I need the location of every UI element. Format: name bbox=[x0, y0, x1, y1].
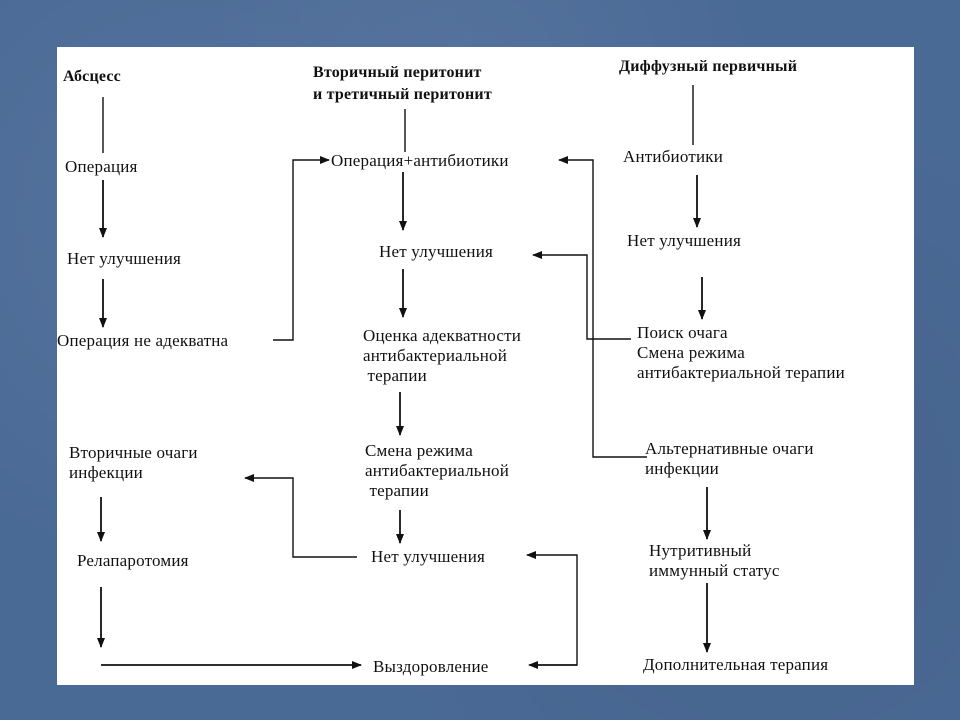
diffuse-nutritive-status: Нутритивный иммунный статус bbox=[649, 541, 780, 580]
arrow-search-focus-to-no-improvement bbox=[532, 251, 631, 340]
diffuse-alternative-foci: Альтернативные очаги инфекции bbox=[645, 439, 814, 478]
secondary-regimen-change: Смена режима антибактериальной терапии bbox=[365, 441, 509, 500]
arrow-recovery-loop-to-no-improvement bbox=[526, 551, 578, 666]
diffuse-additional-therapy: Дополнительная терапия bbox=[643, 655, 829, 674]
abscess-operation: Операция bbox=[65, 157, 138, 176]
secondary-operation-antibiotics: Операция+антибиотики bbox=[331, 151, 509, 170]
secondary-header-line2: и третичный перитонит bbox=[313, 86, 492, 103]
relaparotomy: Релапаротомия bbox=[77, 551, 189, 570]
arrow-alternative-foci-to-operation-antibiotics bbox=[558, 156, 647, 458]
abscess-operation-inadequate: Операция не адекватна bbox=[57, 331, 229, 350]
abscess-header: Абсцесс bbox=[63, 68, 121, 85]
diffuse-no-improvement: Нет улучшения bbox=[627, 231, 742, 250]
secondary-foci-infection: Вторичные очаги инфекции bbox=[69, 443, 198, 482]
flowchart-slide: Абсцесс Операция Нет улучшения Операция … bbox=[57, 47, 914, 685]
secondary-adequacy-assessment: Оценка адекватности антибактериальной те… bbox=[363, 326, 522, 385]
diffuse-search-focus: Поиск очага Смена режима антибактериальн… bbox=[637, 323, 845, 382]
arrow-inadequate-to-secondary-operation bbox=[273, 156, 330, 341]
abscess-no-improvement: Нет улучшения bbox=[67, 249, 182, 268]
secondary-recovery: Выздоровление bbox=[373, 657, 489, 676]
diffuse-antibiotics: Антибиотики bbox=[623, 147, 724, 166]
secondary-no-improvement-2: Нет улучшения bbox=[371, 547, 486, 566]
secondary-header-line1: Вторичный перитонит bbox=[313, 64, 482, 81]
connector-layer bbox=[97, 85, 711, 669]
secondary-no-improvement-1: Нет улучшения bbox=[379, 242, 494, 261]
diffuse-header: Диффузный первичный bbox=[619, 58, 798, 75]
arrow-no-improvement-to-secondary-foci bbox=[244, 474, 357, 558]
